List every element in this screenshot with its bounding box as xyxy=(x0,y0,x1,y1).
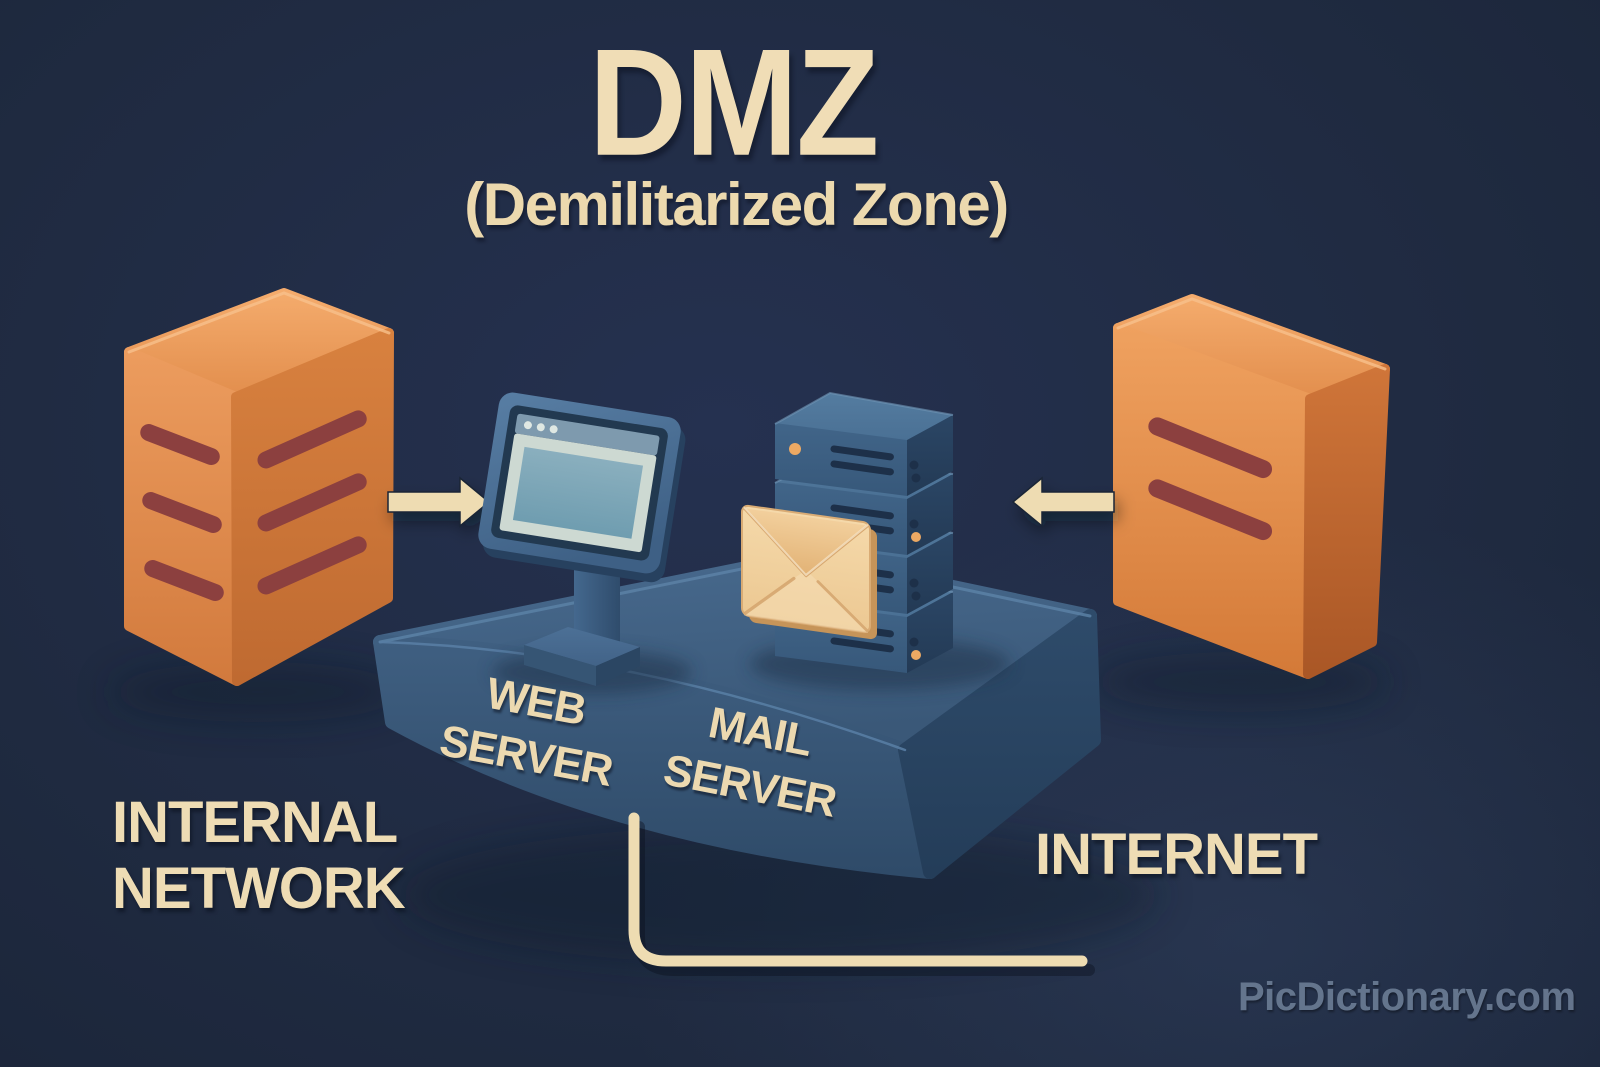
internet-server-tower-icon xyxy=(1113,294,1390,679)
dmz-title: DMZ xyxy=(588,17,880,188)
desktop-monitor-icon xyxy=(478,392,686,686)
browser-titlebar xyxy=(514,413,660,456)
monitor-stand-base xyxy=(524,627,640,686)
internet-label: INTERNET xyxy=(1035,822,1318,887)
internal-network-label-line1: INTERNAL xyxy=(112,790,398,855)
arrow-right-icon xyxy=(387,476,493,535)
connector-line xyxy=(628,812,1095,976)
window-dot-icon xyxy=(536,423,545,432)
envelope-icon xyxy=(741,504,877,640)
window-dot-icon xyxy=(523,421,532,430)
internal-network-label: INTERNAL NETWORK xyxy=(112,790,406,922)
watermark-text: PicDictionary.com xyxy=(1238,975,1576,1019)
server-vent-slats xyxy=(1148,417,1273,541)
monitor-screen xyxy=(478,392,686,583)
arrow-left-icon xyxy=(1011,476,1118,535)
internal-network-label-line2: NETWORK xyxy=(112,856,406,921)
indicator-light xyxy=(911,532,921,542)
server-vent-slats xyxy=(140,410,367,602)
dmz-subtitle: (Demilitarized Zone) xyxy=(464,171,1009,238)
internal-server-tower-icon xyxy=(124,288,394,686)
indicator-light xyxy=(911,650,921,660)
indicator-light xyxy=(789,443,801,455)
browser-content xyxy=(512,446,644,539)
server-rack-icon xyxy=(774,392,954,674)
window-dot-icon xyxy=(549,425,558,434)
